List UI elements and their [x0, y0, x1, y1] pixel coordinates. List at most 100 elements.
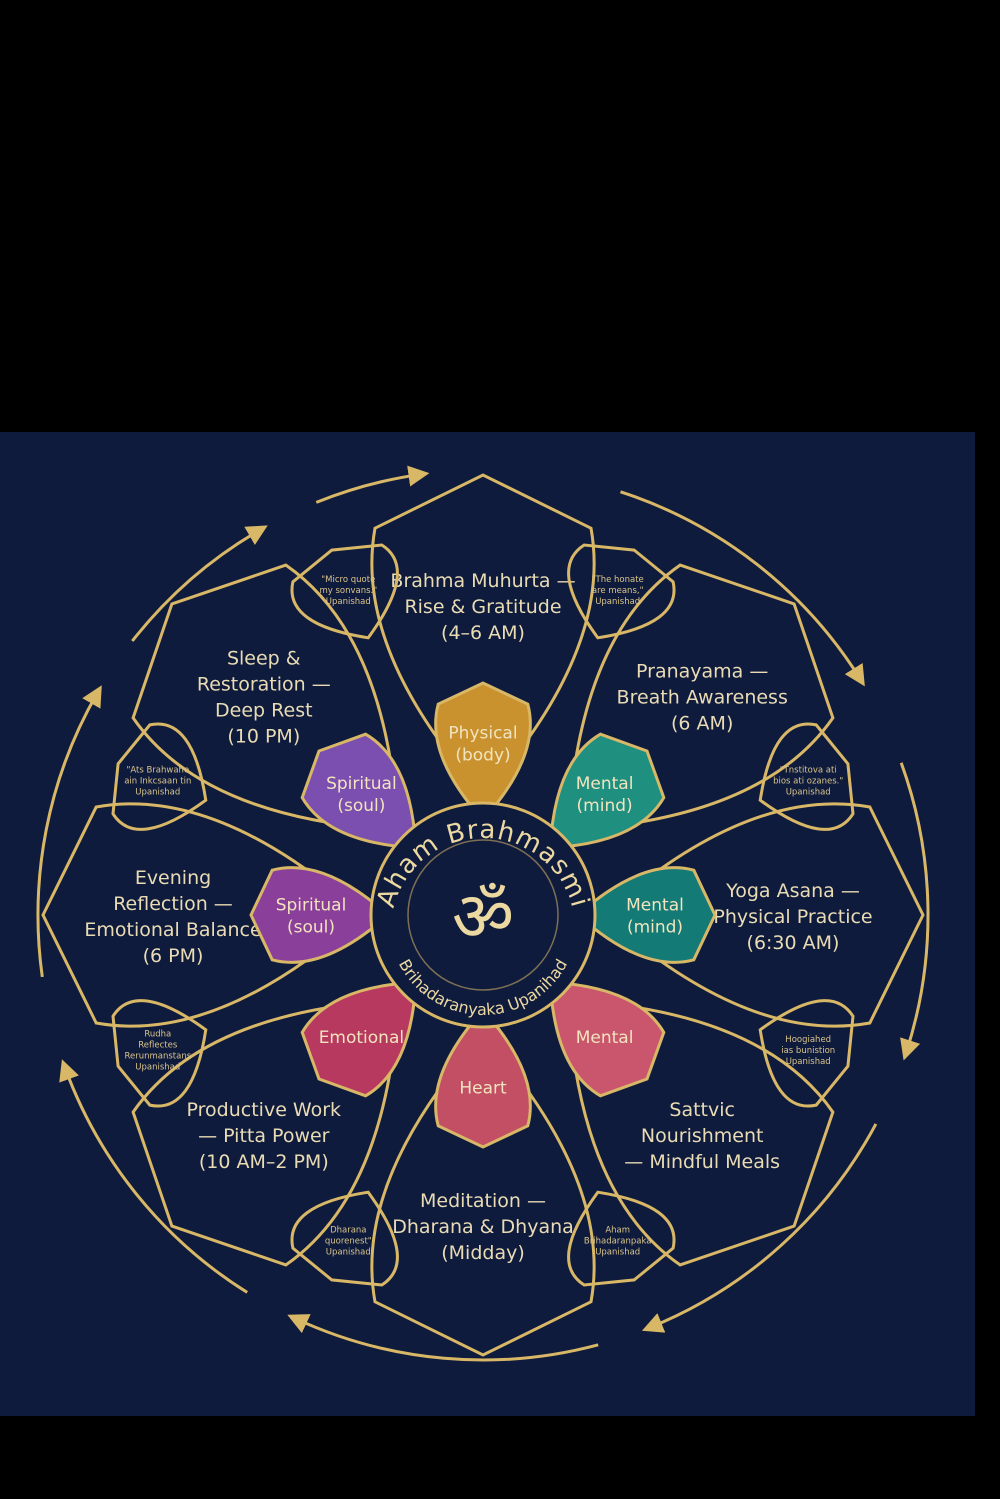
- outer-petal-label-line: Meditation —: [420, 1190, 546, 1212]
- quote-text-line: Rerunmanstans: [124, 1052, 191, 1062]
- quote-petal-shape: [111, 722, 208, 831]
- quote-text-line: Rudha: [144, 1030, 171, 1040]
- inner-petals: Physical(body)Mental(mind)Mental(mind)Me…: [249, 681, 717, 1149]
- inner-petal-shape: [434, 1007, 532, 1149]
- inner-petal-label-line: (soul): [287, 918, 335, 938]
- quote-text-line: Upanishad: [326, 1248, 371, 1258]
- quote-text-line: Upanishad: [135, 1063, 180, 1073]
- inner-petal-label-line: Spiritual: [326, 774, 397, 794]
- outer-petal-shape: [370, 473, 596, 798]
- outer-petal-label-line: Breath Awareness: [617, 687, 788, 709]
- inner-petal-shape: [548, 980, 666, 1098]
- flow-arrow: [620, 490, 865, 687]
- inner-petal-shape: [434, 681, 532, 823]
- quote-text-line: Brihadaranpaka: [584, 1237, 652, 1247]
- inner-petal: Mental(mind): [575, 866, 717, 964]
- outer-petal-shape: [566, 998, 835, 1267]
- inner-petal-shape: [300, 732, 418, 850]
- quote-text-line: Upanishad: [135, 788, 180, 798]
- outer-petal: Brahma Muhurta —Rise & Gratitude(4–6 AM): [370, 473, 596, 798]
- outer-petal-label: Yoga Asana —Physical Practice(6:30 AM): [713, 880, 872, 954]
- outer-petal-label-line: Productive Work: [187, 1099, 342, 1121]
- quote-text-line: "Ats Brahwaho: [126, 766, 189, 776]
- outer-petal-label-line: Physical Practice: [713, 906, 872, 928]
- quote-text-line: bios ati ozanes.": [773, 777, 843, 787]
- inner-petal-shape: [575, 866, 717, 964]
- outer-petal-label-line: (6 PM): [143, 945, 204, 967]
- outer-petal-shape: [131, 563, 400, 832]
- outer-petal-label-line: (6 AM): [671, 713, 733, 735]
- inner-petal-label-line: (mind): [577, 796, 633, 816]
- outer-petal: Productive Work— Pitta Power(10 AM–2 PM): [131, 998, 400, 1267]
- quote-text-line: Dharana: [330, 1226, 366, 1236]
- outer-petal-label-line: Yoga Asana —: [725, 880, 860, 902]
- inner-petal-label-line: Spiritual: [276, 896, 347, 916]
- outer-petal: Pranayama —Breath Awareness(6 AM): [566, 563, 835, 832]
- quote-petal-shape: [567, 543, 676, 640]
- quote-text-line: ias bunistion: [781, 1046, 835, 1056]
- outer-petal-label-line: Evening: [135, 867, 211, 889]
- outer-petal-label-line: Deep Rest: [215, 700, 313, 722]
- inner-petal-label-line: Heart: [459, 1079, 507, 1099]
- outer-petal-label-line: Sleep &: [227, 648, 301, 670]
- inner-petal: Mental: [548, 980, 666, 1098]
- outer-petal-label-line: Reflection —: [113, 893, 233, 915]
- flow-arrow: [315, 465, 430, 504]
- quote-petal-shape: [290, 543, 399, 640]
- quote-text-line: Upanishad: [326, 597, 371, 607]
- inner-petal-shape: [548, 732, 666, 850]
- quote-text-line: Upanishad: [595, 597, 640, 607]
- outer-petal-shape: [131, 998, 400, 1267]
- center-medallion: Aham Brahmasmi Brihadaranyaka Upanihad ॐ: [369, 801, 597, 1029]
- outer-petal-label: Meditation — Dharana & Dhyana (Midday): [392, 1190, 574, 1264]
- outer-petal-label-line: Restoration —: [197, 674, 331, 696]
- outer-petal-label-line: (10 AM–2 PM): [199, 1151, 329, 1173]
- outer-petal: Meditation — Dharana & Dhyana (Midday): [370, 1032, 596, 1357]
- outer-petal-label: Productive Work— Pitta Power(10 AM–2 PM): [187, 1099, 342, 1173]
- outer-petal-label-line: Emotional Balance: [84, 919, 261, 941]
- outer-petal-label-line: — Mindful Meals: [624, 1151, 780, 1173]
- inner-petal-label-line: Mental: [626, 896, 684, 916]
- quote-text-line: Reflectes: [138, 1041, 178, 1051]
- outer-petals: Brahma Muhurta —Rise & Gratitude(4–6 AM)…: [41, 473, 925, 1357]
- inner-petal-label-line: Emotional: [319, 1028, 404, 1048]
- center-ring: [369, 801, 597, 1029]
- inner-petal-label-line: Mental: [576, 1028, 634, 1048]
- inner-petal-label-line: (soul): [337, 796, 385, 816]
- outer-petal-shape: [41, 802, 366, 1028]
- flow-arrow: [131, 525, 268, 642]
- inner-petal-label: Spiritual(soul): [276, 896, 347, 938]
- inner-petal-label: Mental: [576, 1028, 634, 1048]
- inner-petal: Spiritual(soul): [249, 866, 391, 964]
- inner-petal-label: Emotional: [319, 1028, 404, 1048]
- outer-petal-label-line: (10 PM): [227, 726, 300, 748]
- flow-arrow: [899, 762, 930, 1061]
- om-symbol-icon: ॐ: [452, 878, 514, 957]
- quote-text-line: "Tnstitova ati: [780, 766, 837, 776]
- inner-petal: Heart: [434, 1007, 532, 1149]
- inner-petal: Spiritual(soul): [300, 732, 418, 850]
- quote-text-line: are means,": [592, 586, 644, 596]
- quote-petal-shape: [290, 1190, 399, 1287]
- flow-arrows: [36, 465, 930, 1362]
- outer-petal-label-line: Dharana & Dhyana: [392, 1216, 574, 1238]
- outer-petal-label-line: (Midday): [441, 1242, 525, 1264]
- inner-petal-label: Spiritual(soul): [326, 774, 397, 816]
- outer-petal-label-line: Brahma Muhurta —: [390, 570, 575, 592]
